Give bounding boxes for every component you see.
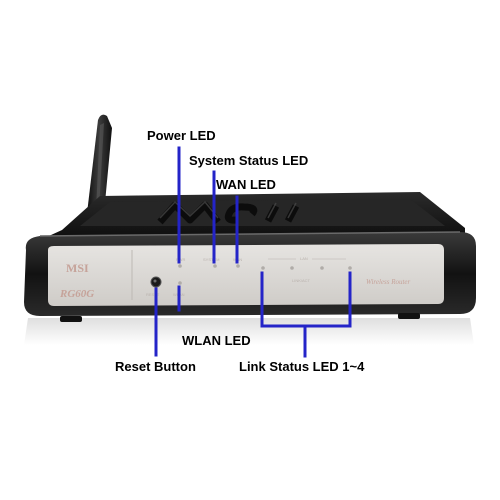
surface-reflection: [24, 318, 474, 345]
foot-right: [398, 313, 420, 319]
wan-led-label: WAN LED: [216, 177, 276, 192]
wlan-led: [178, 281, 182, 285]
pwr-print: PWR: [176, 257, 185, 262]
wlan-led-label: WLAN LED: [182, 333, 251, 348]
system-status-led: [213, 264, 217, 268]
led-group: [178, 264, 352, 285]
wireless-router-label: Wireless Router: [366, 278, 411, 286]
reset-button-label: Reset Button: [115, 359, 196, 374]
link-status-led-2: [290, 266, 294, 270]
model-label: RG60G: [59, 288, 94, 300]
link-status-led-1: [261, 266, 265, 270]
lan-print: LAN: [300, 256, 308, 261]
wan-led: [236, 264, 240, 268]
top-logo-emboss: [157, 201, 300, 225]
router-front-edge: [39, 231, 461, 237]
link-act-print: LINK/ACT: [292, 278, 311, 283]
front-panel: [48, 244, 444, 306]
router-top-sheen: [80, 199, 445, 226]
system-print: SYSTEM: [203, 257, 219, 262]
link-status-led-4: [348, 266, 352, 270]
power-led-label: Power LED: [147, 128, 216, 143]
top-logo-highlight: [159, 200, 297, 219]
reset-print: RESET: [146, 292, 160, 297]
brand-label: MSI: [66, 261, 89, 275]
link-status-led-3: [320, 266, 324, 270]
callout-lines: [154, 146, 352, 358]
power-led: [178, 264, 182, 268]
system-status-led-label: System Status LED: [189, 153, 309, 168]
antenna-highlight: [96, 123, 104, 210]
foot-left: [60, 316, 82, 322]
link-status-led-label: Link Status LED 1~4: [239, 359, 365, 374]
